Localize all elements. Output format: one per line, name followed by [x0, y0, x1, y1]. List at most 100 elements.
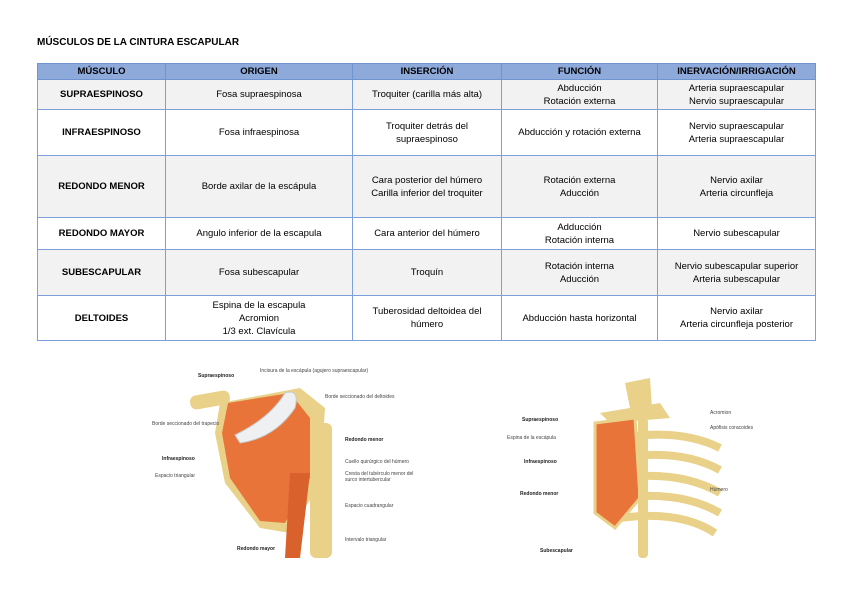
cell-origen: Borde axilar de la escápula [165, 155, 353, 218]
cell-line: Nervio subescapular [693, 228, 780, 239]
figure-label: Subescapular [540, 548, 573, 554]
cell-origen: Fosa supraespinosa [165, 79, 353, 110]
cell-line: Arteria subescapular [692, 273, 781, 285]
cell-line: Rotación externa [543, 95, 616, 107]
cell-insercion: Troquiter (carilla más alta) [352, 79, 502, 110]
page-title: MÚSCULOS DE LA CINTURA ESCAPULAR [37, 37, 240, 48]
cell-line: supraespinoso [396, 133, 458, 145]
figure-label: Borde seccionado del trapecio [152, 421, 220, 427]
cell-line: Aducción [559, 187, 600, 199]
cell-line: Rotación interna [544, 260, 615, 272]
figure-label: Redondo menor [520, 491, 559, 497]
cell-line: Nervio supraescapular [688, 95, 785, 107]
figure-label: Supraespinoso [198, 373, 235, 379]
cell-line: Abducción y rotación externa [518, 127, 641, 138]
cell-line: Fosa subescapular [218, 267, 300, 278]
header-insercion: INSERCIÓN [352, 63, 502, 80]
cell-origen: Fosa infraespinosa [165, 109, 353, 156]
figure-label: Cuello quirúrgico del húmero [345, 459, 409, 465]
table-header: MÚSCULO ORIGEN INSERCIÓN FUNCIÓN INERVAC… [37, 63, 816, 80]
cell-line: Rotación externa [543, 174, 616, 186]
figure-label: Húmero [710, 487, 728, 493]
shoulder-posterior-figure [150, 363, 420, 558]
figure-label: Redondo menor [345, 437, 384, 443]
cell-line: Nervio supraescapular [688, 120, 785, 132]
cell-musculo: REDONDO MAYOR [37, 217, 166, 250]
cell-line: Cara anterior del húmero [374, 228, 480, 239]
muscles-table: MÚSCULO ORIGEN INSERCIÓN FUNCIÓN INERVAC… [37, 63, 816, 341]
cell-musculo: DELTOIDES [37, 295, 166, 341]
cell-line: Carilla inferior del troquiter [371, 187, 483, 199]
figure-label: Intervalo triangular [345, 537, 387, 543]
cell-line: Abducción [557, 82, 602, 94]
header-musculo: MÚSCULO [37, 63, 166, 80]
thorax-posterior-figure [580, 378, 730, 563]
cell-line: Aducción [559, 273, 600, 285]
figure-label: Redondo mayor [237, 546, 276, 552]
cell-line: Rotación interna [544, 234, 615, 246]
figure-label: Cresta del tubérculo menor del surco int… [345, 471, 414, 483]
figure-label: Apófisis coracoides [710, 425, 754, 431]
header-origen: ORIGEN [165, 63, 353, 80]
cell-line: Cara posterior del húmero [371, 174, 483, 186]
cell-line: Nervio axilar [710, 174, 763, 186]
figure-label: Infraespinoso [162, 456, 195, 462]
header-inervacion: INERVACIÓN/IRRIGACIÓN [657, 63, 816, 80]
cell-musculo: REDONDO MENOR [37, 155, 166, 218]
figure-label: Espina de la escápula [507, 435, 556, 441]
figure-label: Infraespinoso [524, 459, 557, 465]
cell-line: Arteria supraescapular [688, 133, 785, 145]
table-row: SUBESCAPULAR Fosa subescapular Troquín Rota… [37, 249, 816, 296]
cell-origen: Angulo inferior de la escapula [165, 217, 353, 250]
cell-line: Abducción hasta horizontal [522, 312, 637, 324]
table-row: REDONDO MAYOR Angulo inferior de la escap… [37, 217, 816, 250]
cell-origen: Fosa subescapular [165, 249, 353, 296]
cell-musculo: INFRAESPINOSO [37, 109, 166, 156]
cell-line: 1/3 ext. Clavícula [222, 325, 296, 337]
thorax-illustration [593, 378, 722, 558]
cell-line: Nervio axilar [710, 306, 763, 317]
table-row: SUPRAESPINOSO Fosa supraespinosa Troquiter… [37, 79, 816, 110]
cell-line: Troquiter (carilla más alta) [372, 89, 482, 100]
table-row: INFRAESPINOSO Fosa infraespinosa Troquiter… [37, 109, 816, 156]
figure-label: Supraespinoso [522, 417, 559, 423]
cell-line: Espina de la escapula [212, 299, 306, 311]
figure-label: Borde seccionado del deltoides [325, 394, 395, 400]
cell-musculo: SUPRAESPINOSO [37, 79, 166, 110]
cell-insercion: Troquín [352, 249, 502, 296]
cell-line: Arteria circunfleja posterior [680, 319, 793, 330]
figure-label: Incisura de la escápula (agujero supraes… [260, 368, 369, 374]
shoulder-posterior-illustration [190, 388, 332, 558]
cell-line: Troquiter detrás del [385, 120, 469, 132]
cell-line: Arteria circunfleja [699, 187, 774, 199]
cell-funcion: Abducción hasta horizontal [501, 295, 658, 341]
figure-label: Espacio cuadrangular [345, 503, 394, 509]
cell-line: Adducción [557, 221, 602, 233]
cell-line: Borde axilar de la escápula [201, 181, 317, 192]
table-row: REDONDO MENOR Borde axilar de la escápula… [37, 155, 816, 218]
cell-line: Troquín [410, 267, 444, 278]
figure-label: Acromion [710, 410, 732, 416]
cell-line: Nervio subescapular superior [674, 260, 799, 272]
figure-label: Espacio triangular [155, 473, 196, 479]
cell-line: Angulo inferior de la escapula [196, 228, 322, 239]
cell-line: Fosa infraespinosa [218, 127, 300, 138]
cell-musculo: SUBESCAPULAR [37, 249, 166, 296]
cell-line: Fosa supraespinosa [216, 89, 302, 100]
cell-funcion: Abducción y rotación externa [501, 109, 658, 156]
header-funcion: FUNCIÓN [501, 63, 658, 80]
